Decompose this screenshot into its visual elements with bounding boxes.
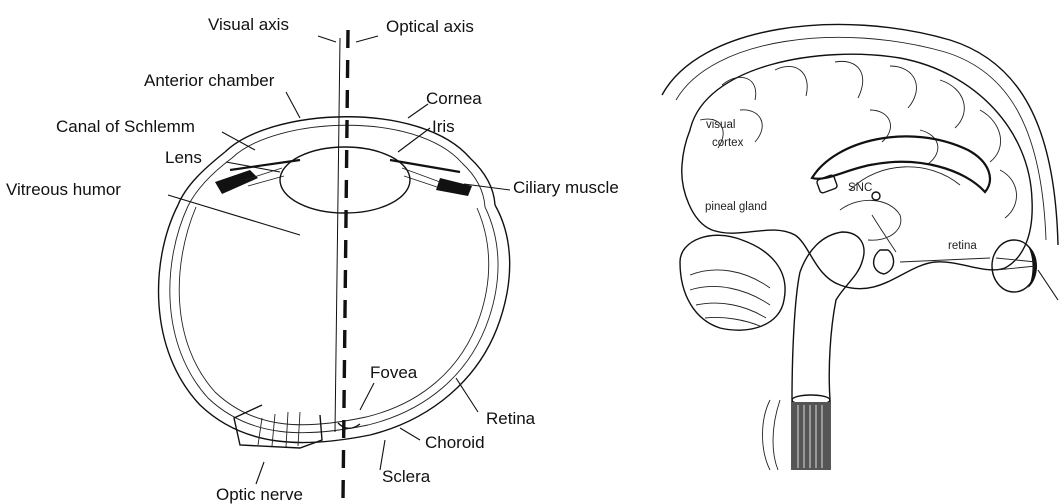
brainstem bbox=[800, 232, 864, 400]
label-snc: SNC bbox=[848, 182, 872, 194]
label-pineal-gland: pineal gland bbox=[705, 201, 767, 213]
leader-optical-axis bbox=[356, 36, 378, 42]
label-iris: Iris bbox=[432, 117, 455, 136]
leader-anterior-chamber bbox=[286, 92, 300, 118]
label-optical-axis: Optical axis bbox=[386, 17, 474, 36]
label-sclera: Sclera bbox=[382, 467, 431, 486]
neck-tissue bbox=[763, 400, 781, 470]
cortex-outline bbox=[682, 54, 1032, 288]
leader-optic-nerve bbox=[256, 462, 264, 484]
leader-visual-axis bbox=[318, 36, 336, 42]
pineal-gland-shape bbox=[816, 174, 838, 193]
label-fovea: Fovea bbox=[370, 363, 418, 382]
eye-cross-section: Visual axis Optical axis Anterior chambe… bbox=[6, 15, 619, 504]
ciliary-left bbox=[215, 170, 258, 194]
ciliary-right bbox=[436, 178, 472, 196]
label-retina: Retina bbox=[486, 409, 536, 428]
leader-choroid bbox=[400, 428, 420, 440]
label-cornea: Cornea bbox=[426, 89, 482, 108]
label-optic-nerve: Optic nerve bbox=[216, 485, 303, 504]
label-retina-brain: retina bbox=[948, 240, 977, 252]
thalamus-region bbox=[840, 200, 901, 240]
label-canal-of-schlemm: Canal of Schlemm bbox=[56, 117, 195, 136]
eye-front-right bbox=[470, 158, 495, 205]
label-vitreous-humor: Vitreous humor bbox=[6, 180, 121, 199]
leader-cornea bbox=[408, 104, 428, 118]
cerebellum bbox=[680, 235, 785, 330]
label-ciliary-muscle: Ciliary muscle bbox=[513, 178, 619, 197]
gyri-texture bbox=[700, 61, 1016, 218]
leader-fovea bbox=[360, 383, 374, 410]
corpus-callosum bbox=[812, 136, 990, 192]
label-lens: Lens bbox=[165, 148, 202, 167]
leader-sclera bbox=[380, 440, 385, 470]
sclera-outline bbox=[159, 205, 510, 443]
leader-retina bbox=[456, 378, 478, 412]
snc-marker bbox=[872, 192, 880, 200]
label-choroid: Choroid bbox=[425, 433, 485, 452]
label-visual-axis: Visual axis bbox=[208, 15, 289, 34]
optic-pathway bbox=[872, 215, 896, 252]
label-visual-cortex-1: visual bbox=[706, 119, 735, 131]
visual-axis-line bbox=[335, 38, 340, 432]
choroid-outline bbox=[170, 206, 498, 433]
brain-sagittal-section: visual cortex pineal gland SNC retina bbox=[662, 24, 1058, 470]
label-anterior-chamber: Anterior chamber bbox=[144, 71, 275, 90]
label-visual-cortex-2: cortex bbox=[712, 137, 744, 149]
brainstem-left bbox=[792, 272, 800, 400]
retina-outline bbox=[179, 207, 488, 425]
hypothalamus bbox=[874, 250, 894, 274]
eye-ray-out bbox=[1038, 270, 1058, 300]
retinal-pathway bbox=[900, 258, 990, 262]
